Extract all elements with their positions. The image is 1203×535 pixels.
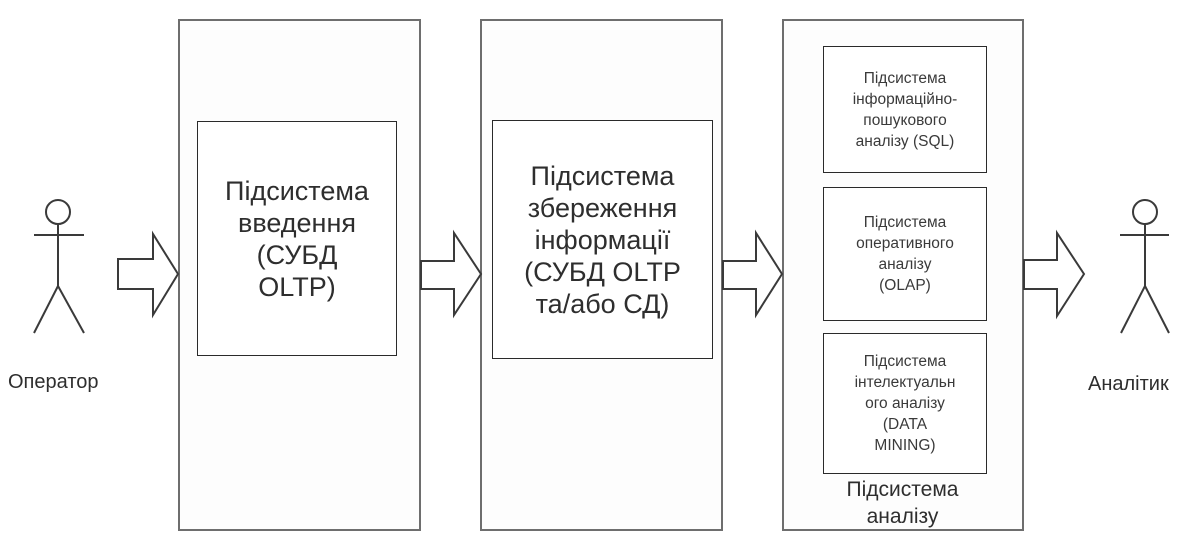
flow-arrow-icon <box>1023 229 1086 320</box>
input-subsystem-label: Підсистема введення (СУБД OLTP) <box>225 175 369 302</box>
storage-subsystem-label: Підсистема збереження інформації (СУБД O… <box>524 160 681 319</box>
analyst-actor-icon <box>1120 199 1170 334</box>
flow-arrow-icon <box>722 229 784 319</box>
flow-arrow-icon <box>420 229 483 319</box>
analyst-label: Аналітик <box>1088 373 1169 395</box>
operator-label: Оператор <box>8 371 99 393</box>
flow-arrow-icon <box>117 230 180 319</box>
data-mining-subsystem-box: Підсистема інтелектуальн ого аналізу (DA… <box>823 333 987 474</box>
sql-analysis-subsystem-box: Підсистема інформаційно- пошукового анал… <box>823 46 987 173</box>
sql-analysis-subsystem-label: Підсистема інформаційно- пошукового анал… <box>852 69 958 150</box>
olap-subsystem-box: Підсистема оперативного аналізу (OLAP) <box>823 187 987 321</box>
input-subsystem-box: Підсистема введення (СУБД OLTP) <box>197 121 397 356</box>
data-mining-subsystem-label: Підсистема інтелектуальн ого аналізу (DA… <box>854 353 956 454</box>
operator-actor-icon <box>33 199 85 334</box>
analysis-subsystem-label: Підсистема аналізу <box>846 478 959 528</box>
olap-subsystem-label: Підсистема оперативного аналізу (OLAP) <box>856 214 954 294</box>
storage-subsystem-box: Підсистема збереження інформації (СУБД O… <box>492 120 713 359</box>
